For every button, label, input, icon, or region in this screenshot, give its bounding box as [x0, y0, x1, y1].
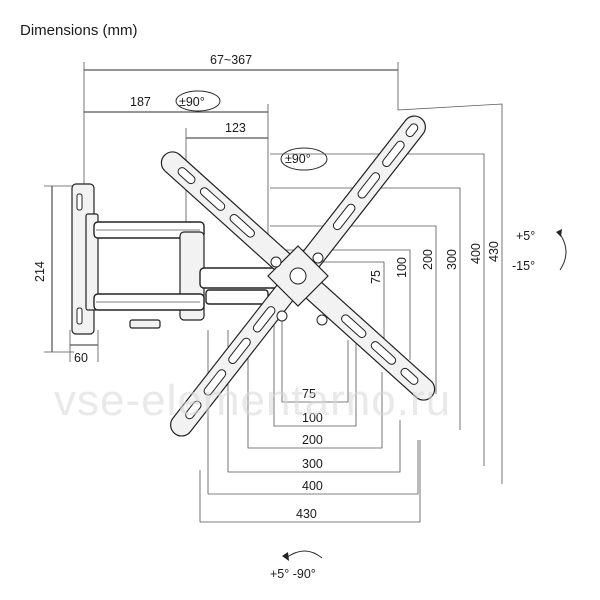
- swivel-bottom-indicator: +5° -90°: [270, 550, 323, 581]
- wall-plate: [71, 183, 99, 335]
- tilt-indicator: +5° -15°: [512, 229, 567, 273]
- vesa-h-75: 75: [302, 387, 316, 401]
- extension-label: 67~367: [210, 53, 252, 67]
- diagram-title: Dimensions (mm): [20, 22, 138, 39]
- watermark-text: vse-elementarno.ru: [54, 376, 451, 425]
- vesa-h-200: 200: [302, 433, 323, 447]
- arm-long-label: 187: [130, 95, 151, 109]
- tilt-up-label: +5°: [516, 229, 535, 243]
- arms: [93, 221, 281, 329]
- tilt-arrow-icon: [559, 233, 567, 271]
- left-dimensions: 214 60: [33, 185, 99, 365]
- vesa-h-430: 430: [296, 507, 317, 521]
- vesa-v-400: 400: [469, 243, 483, 264]
- vesa-v-200: 200: [421, 249, 435, 270]
- vesa-v-430: 430: [487, 241, 501, 262]
- swivel-top-label: ±90°: [179, 95, 205, 109]
- arm-short-label: 123: [225, 121, 246, 135]
- vesa-v-100: 100: [395, 257, 409, 278]
- vesa-h-400: 400: [302, 479, 323, 493]
- vesa-v-300: 300: [445, 249, 459, 270]
- swivel-arrow-icon: [285, 550, 323, 559]
- vesa-h-300: 300: [302, 457, 323, 471]
- rotate-label: ±90°: [285, 152, 311, 166]
- vesa-h-100: 100: [302, 411, 323, 425]
- vesa-v-75: 75: [369, 270, 383, 284]
- swivel-bottom-label: +5° -90°: [270, 567, 316, 581]
- wall-depth-label: 60: [74, 351, 88, 365]
- tilt-down-label: -15°: [512, 259, 535, 273]
- vesa-horizontal: 75 100 200 300 400 430: [199, 300, 421, 523]
- x-bracket: [160, 115, 436, 437]
- wall-height-label: 214: [33, 261, 47, 282]
